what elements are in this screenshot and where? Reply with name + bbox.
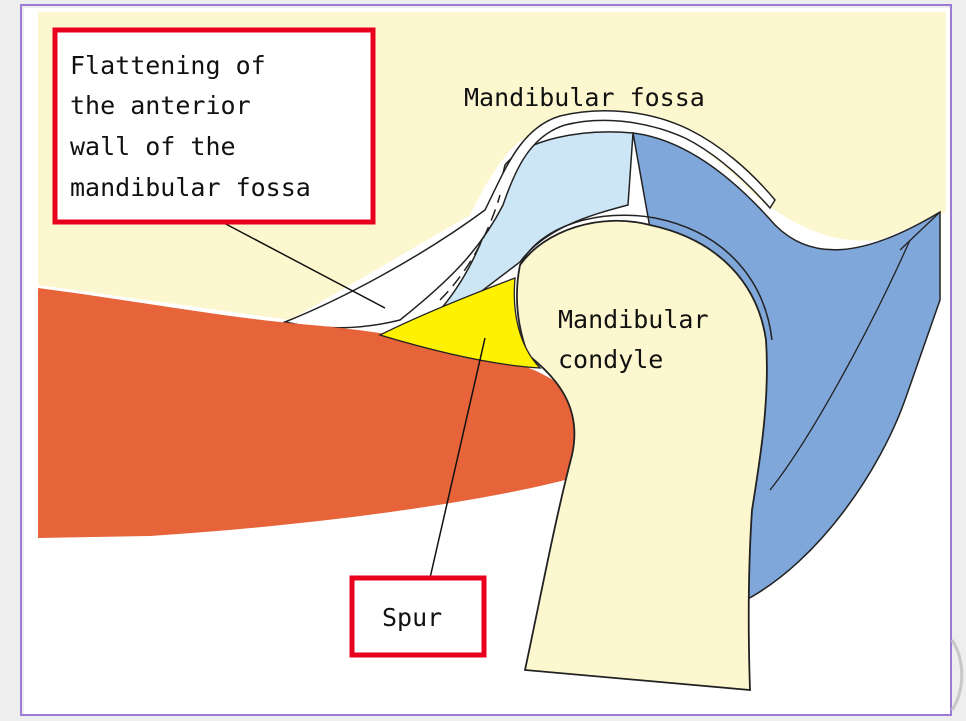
flattening-line-3: wall of the — [70, 132, 236, 161]
condyle-line-1: Mandibular — [558, 305, 709, 334]
flattening-line-2: the anterior — [70, 91, 251, 120]
condyle-line-2: condyle — [558, 345, 663, 374]
slide-corner-decoration — [952, 640, 962, 710]
flattening-line-1: Flattening of — [70, 51, 266, 80]
mandibular-fossa-label: Mandibular fossa — [464, 83, 705, 112]
spur-label: Spur — [382, 603, 442, 632]
flattening-line-4: mandibular fossa — [70, 173, 311, 202]
